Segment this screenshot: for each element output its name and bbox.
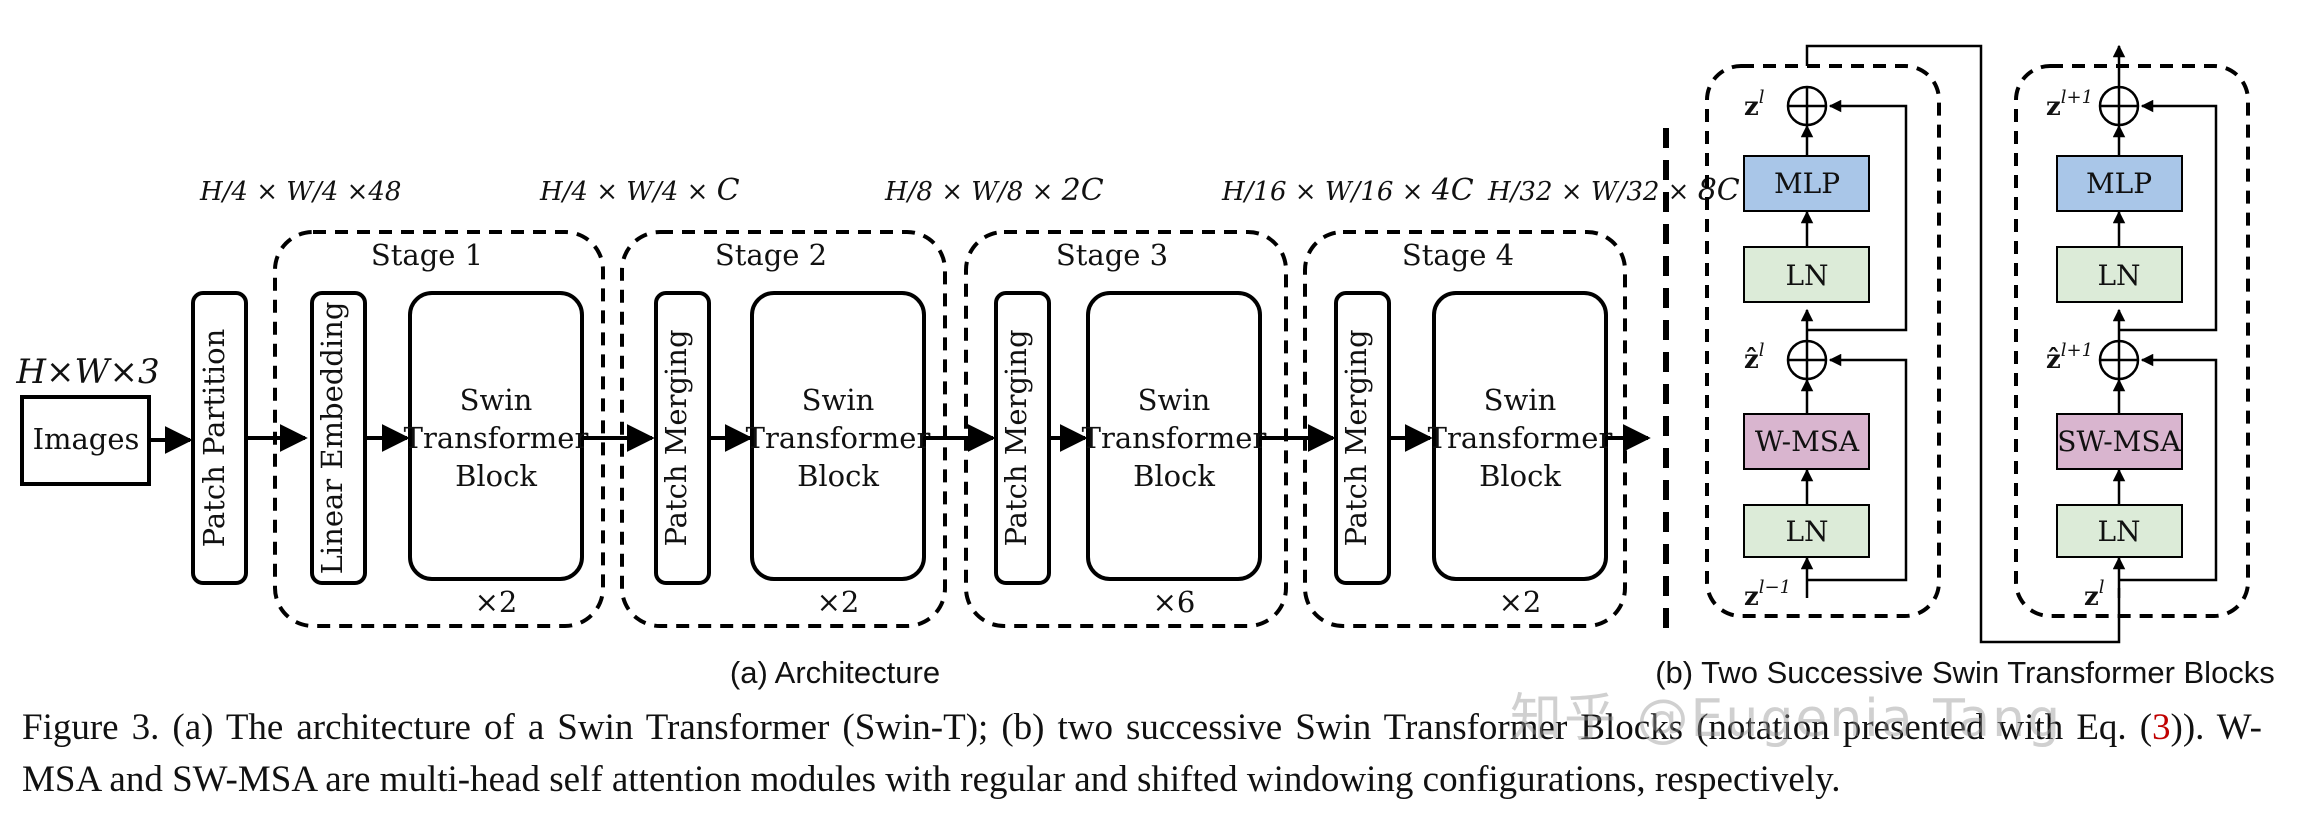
figure-caption: Figure 3. (a) The architecture of a Swin… [22, 702, 2262, 806]
left-block-frame [1705, 64, 1941, 618]
stage-4-dim-label: H/32 × W/32 × 8C [1487, 173, 1740, 208]
stage-4-block-line-3: Block [1479, 459, 1561, 493]
stage-4-patch-merging-label: Patch Merging [1339, 329, 1373, 546]
stage-4: Stage 4 Patch Merging Swin Transformer B… [1303, 173, 1740, 628]
stage-1-block-line-2: Transformer [404, 421, 589, 455]
input-dim-label: H×W×3 [15, 352, 159, 392]
stage-4-title: Stage 4 [1402, 238, 1514, 272]
stage-1-block-line-3: Block [455, 459, 537, 493]
stage-3: Stage 3 Patch Merging Swin Transformer B… [964, 173, 1474, 628]
stage-1-repeat: ×2 [475, 585, 518, 619]
blocks-subcaption: (b) Two Successive Swin Transformer Bloc… [1655, 655, 2275, 690]
architecture-subcaption: (a) Architecture [730, 655, 940, 690]
caption-part-2: )). W-MSA and SW-MSA are multi-head self… [22, 707, 2262, 800]
left-ln-bottom-label: LN [1785, 515, 1828, 548]
left-out-var: zl [1744, 87, 1765, 122]
stage-3-title: Stage 3 [1056, 238, 1168, 272]
stage-4-repeat: ×2 [1499, 585, 1542, 619]
left-in-var: zl−1 [1744, 577, 1791, 612]
right-mid-var: ẑl+1 [2046, 340, 2093, 375]
stage-2-frame [620, 230, 947, 628]
right-out-var: zl+1 [2046, 87, 2093, 122]
images-box [20, 395, 151, 486]
images-label: Images [33, 422, 140, 456]
left-ln-bottom [1743, 504, 1870, 558]
stage-1-frame [273, 230, 605, 628]
stage-3-block-line-1: Swin [1138, 383, 1211, 417]
stage-2-block-line-3: Block [797, 459, 879, 493]
stage-2-patch-merging-label: Patch Merging [659, 329, 693, 546]
caption-part-1: Figure 3. (a) The architecture of a Swin… [22, 707, 2153, 748]
right-ln-bottom-label: LN [2097, 515, 2140, 548]
swin-block-left: LN W-MSA LN MLP zl ẑl zl−1 [1705, 64, 1941, 618]
right-block-frame [2014, 64, 2250, 618]
stage-2-title: Stage 2 [715, 238, 827, 272]
left-mlp [1743, 155, 1870, 212]
stage-3-patch-merging-label: Patch Merging [999, 329, 1033, 546]
stage-3-dim-label: H/16 × W/16 × 4C [1221, 173, 1474, 208]
stage-2-block-line-2: Transformer [746, 421, 931, 455]
stage-4-block-line-2: Transformer [1428, 421, 1613, 455]
left-mid-var: ẑl [1744, 340, 1765, 375]
stage-1-block-line-1: Swin [460, 383, 533, 417]
right-ln-bottom [2056, 504, 2183, 558]
stage-1-title: Stage 1 [371, 238, 483, 272]
block-connector-line [1805, 44, 2121, 644]
stage-3-repeat: ×6 [1153, 585, 1196, 619]
stage-3-block-line-3: Block [1133, 459, 1215, 493]
stage-2: Stage 2 Patch Merging Swin Transformer B… [620, 173, 1104, 628]
stage-3-frame [964, 230, 1288, 628]
stage-2-dim-label: H/8 × W/8 × 2C [884, 173, 1104, 208]
right-mlp-label: MLP [2086, 167, 2152, 200]
stage-2-repeat: ×2 [817, 585, 860, 619]
patch-partition-label: Patch Partition [197, 329, 231, 548]
left-ln-top-label: LN [1785, 259, 1828, 292]
right-mlp [2056, 155, 2183, 212]
linear-embedding-label: Linear Embedding [315, 302, 349, 575]
right-sw-msa-label: SW-MSA [2057, 425, 2181, 458]
right-ln-top-label: LN [2097, 259, 2140, 292]
caption-eq-ref[interactable]: 3 [2152, 707, 2171, 748]
right-ln-top [2056, 246, 2183, 303]
stage-3-block-line-2: Transformer [1082, 421, 1267, 455]
swin-block-right: LN SW-MSA LN MLP zl+1 ẑl+1 zl [2014, 44, 2250, 618]
left-mlp-label: MLP [1774, 167, 1840, 200]
partition-dim-label: H/4 × W/4 ×48 [199, 177, 401, 207]
stage-4-block-line-1: Swin [1484, 383, 1557, 417]
left-ln-top [1743, 246, 1870, 303]
watermark-text: 知乎 @Eugenia Tang [1510, 689, 2063, 749]
right-in-var: zl [2084, 577, 2105, 612]
left-w-msa [1743, 413, 1870, 470]
stage-2-block-line-1: Swin [802, 383, 875, 417]
left-w-msa-label: W-MSA [1755, 425, 1860, 458]
stage-1-dim-label: H/4 × W/4 × C [539, 173, 740, 208]
stage-1: Stage 1 Linear Embedding Swin Transforme… [273, 173, 740, 628]
